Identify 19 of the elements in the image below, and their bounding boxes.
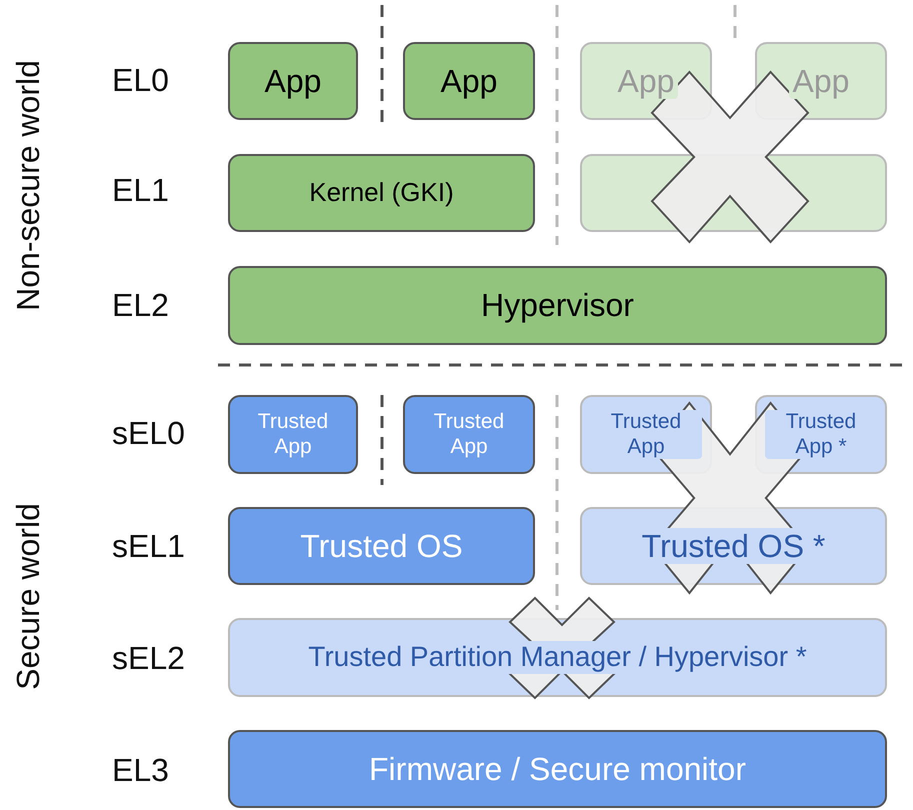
layer-box: Trusted Partition Manager / Hypervisor *	[228, 618, 887, 697]
layer-box: Firmware / Secure monitor	[228, 730, 887, 808]
layer-box: Trusted App	[228, 395, 358, 474]
level-label: EL1	[112, 172, 169, 208]
level-label: EL3	[112, 752, 169, 788]
layer-box: Trusted App	[403, 395, 535, 474]
layer-box: Trusted OS	[228, 507, 535, 585]
layer-box: Trusted App *	[755, 395, 887, 474]
world-label: Non-secure world	[9, 60, 46, 310]
level-label: sEL0	[112, 414, 185, 452]
layer-box: App	[403, 42, 535, 120]
world-label: Secure world	[9, 502, 46, 690]
level-label: sEL2	[112, 640, 185, 676]
layer-box: Kernel (GKI)	[228, 154, 535, 232]
layer-box: Hypervisor	[228, 266, 887, 345]
level-label: EL0	[112, 62, 169, 98]
level-label: sEL1	[112, 528, 185, 564]
level-label: EL2	[112, 286, 169, 324]
layer-box: App	[228, 42, 358, 120]
